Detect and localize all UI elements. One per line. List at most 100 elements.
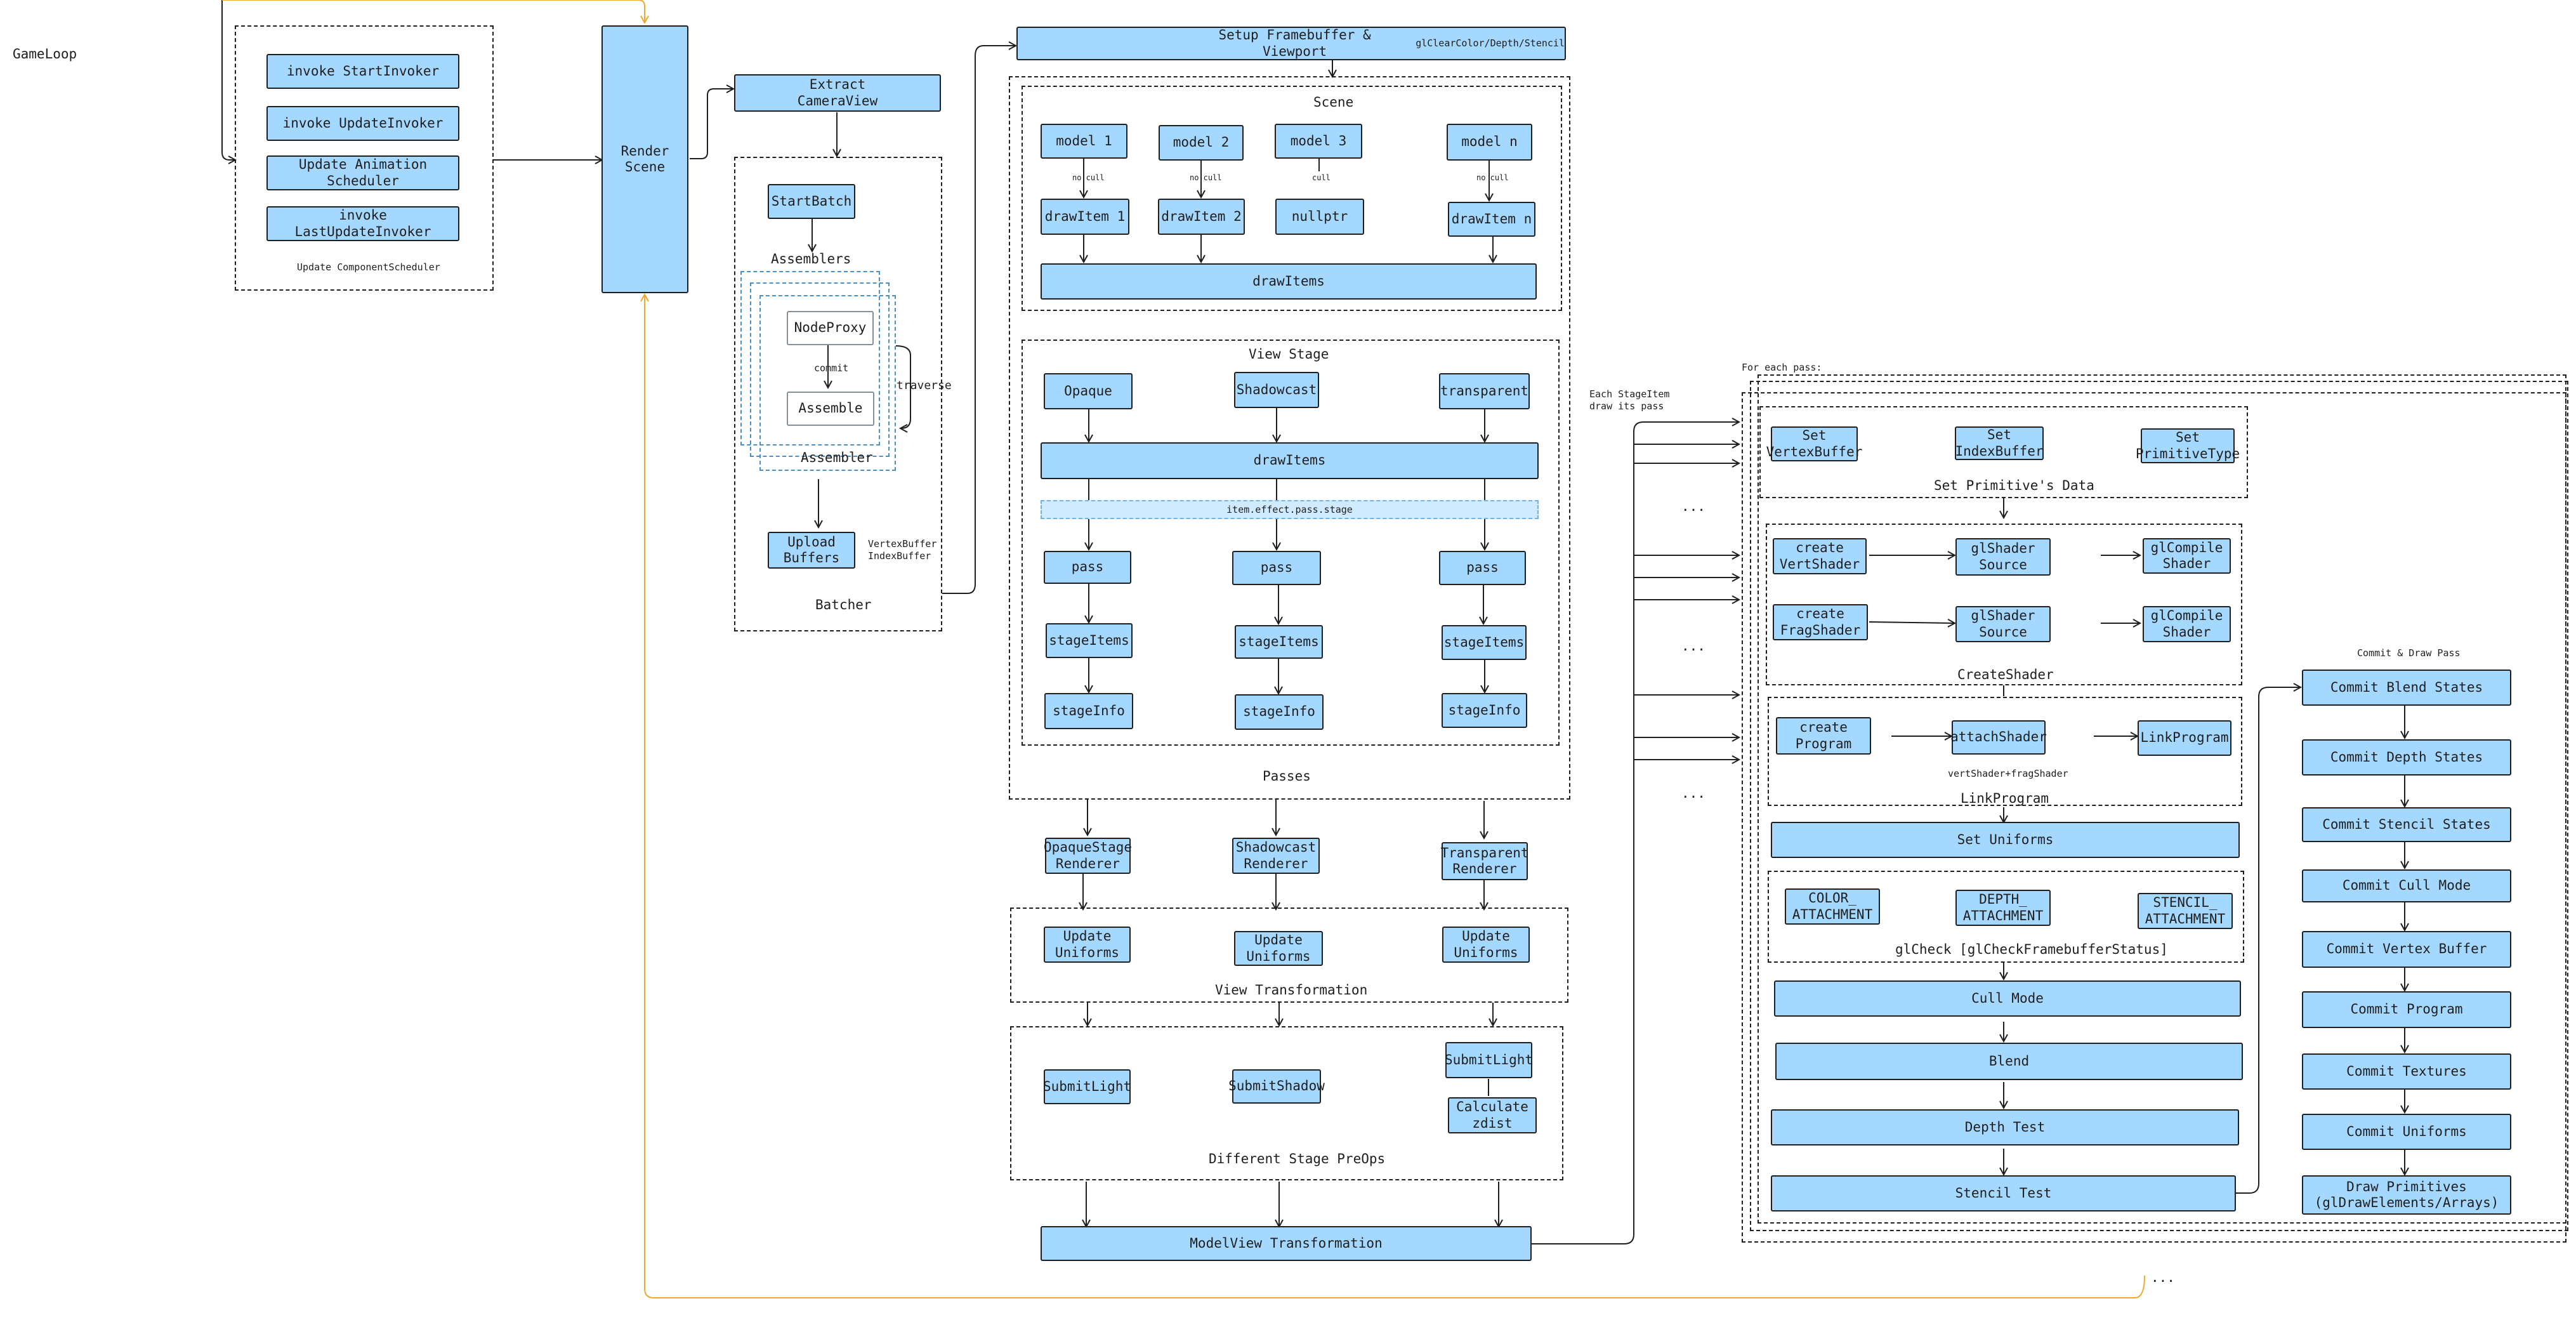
assembler-stack-frame-2 [750,282,890,457]
opaque-stage-items-node[interactable]: stageItems [1046,623,1133,658]
modelview-transformation-node[interactable]: ModelView Transformation [1041,1226,1532,1261]
transparent-pass-node[interactable]: pass [1439,551,1526,585]
scene-draw-items-bar[interactable]: drawItems [1041,263,1537,300]
depth-attachment-node[interactable]: DEPTH_ ATTACHMENT [1955,890,2051,926]
node-proxy-node[interactable]: NodeProxy [787,311,874,345]
opaque-stage-info-node[interactable]: stageInfo [1044,693,1133,729]
depth-test-node[interactable]: Depth Test [1771,1109,2239,1145]
gl-check-frame [1768,871,2244,963]
view-transformation-label: View Transformation [1215,982,1368,998]
opaque-stage-renderer-node[interactable]: OpaqueStage Renderer [1044,838,1132,874]
transparent-stage-node[interactable]: transparent [1439,373,1530,409]
assembler-label: Assembler [801,450,873,465]
vert-frag-shader-note: vertShader+fragShader [1948,768,2068,779]
shadowcast-pass-node[interactable]: pass [1232,551,1321,585]
color-attachment-node[interactable]: COLOR_ ATTACHMENT [1785,888,1880,925]
draw-item-n-node[interactable]: drawItem n [1448,202,1535,237]
view-stage-title: View Stage [1249,346,1329,362]
passes-label: Passes [1263,769,1311,784]
submit-shadow-node[interactable]: SubmitShadow [1228,1069,1325,1104]
upload-buffers-node[interactable]: Upload Buffers [768,532,855,569]
calculate-zdist-node[interactable]: Calculate zdist [1448,1097,1537,1133]
pre-ops-label: Different Stage PreOps [1209,1151,1386,1166]
primitive-data-label: Set Primitive's Data [1934,478,2094,493]
shadowcast-renderer-node[interactable]: Shadowcast Renderer [1232,838,1320,874]
set-primitive-type-node[interactable]: Set PrimitiveType [2136,428,2240,463]
opaque-stage-node[interactable]: Opaque [1044,373,1133,409]
render-scene-node[interactable]: Render Scene [601,25,688,293]
component-scheduler-label: Update ComponentScheduler [297,261,440,273]
opaque-update-uniforms-node[interactable]: Update Uniforms [1044,927,1131,963]
setup-framebuffer-node[interactable]: Setup Framebuffer & Viewport glClearColo… [1016,27,1566,60]
commit-vertex-buffer-node[interactable]: Commit Vertex Buffer [2302,931,2511,968]
batcher-frame [734,157,942,631]
assemble-node[interactable]: Assemble [787,392,874,426]
opaque-pass-node[interactable]: pass [1044,551,1131,584]
commit-label: commit [814,362,849,374]
shadowcast-stage-items-node[interactable]: stageItems [1235,625,1323,659]
shadowcast-update-uniforms-node[interactable]: Update Uniforms [1234,931,1323,966]
buffers-note: VertexBuffer IndexBuffer [868,538,937,562]
set-uniforms-node[interactable]: Set Uniforms [1771,822,2240,858]
assemblers-label: Assemblers [771,251,851,267]
draw-primitives-node[interactable]: Draw Primitives (glDrawElements/Arrays) [2302,1175,2511,1215]
setup-framebuffer-label: Setup Framebuffer & Viewport [1218,27,1371,59]
draw-item-1-node[interactable]: drawItem 1 [1041,199,1129,235]
start-batch-node[interactable]: StartBatch [768,184,855,219]
commit-textures-node[interactable]: Commit Textures [2302,1053,2511,1090]
scene-title: Scene [1313,95,1354,110]
opaque-submit-light-node[interactable]: SubmitLight [1043,1069,1131,1104]
transparent-update-uniforms-node[interactable]: Update Uniforms [1442,927,1530,963]
draw-item-2-node[interactable]: drawItem 2 [1158,199,1245,235]
link-program-node[interactable]: LinkProgram [2138,720,2231,756]
create-program-node[interactable]: create Program [1776,717,1871,755]
transparent-stage-info-node[interactable]: stageInfo [1442,693,1527,728]
each-stage-item-note: Each StageItem draw its pass [1589,388,1670,412]
commit-program-node[interactable]: Commit Program [2302,991,2511,1028]
stencil-attachment-node[interactable]: STENCIL_ ATTACHMENT [2138,893,2233,929]
assembler-stack-frame-3 [759,295,896,471]
set-vertex-buffer-node[interactable]: Set VertexBuffer [1766,426,1862,461]
view-stage-frame [1022,340,1560,746]
attach-shader-node[interactable]: attachShader [1950,720,2047,755]
transparent-renderer-node[interactable]: Transparent Renderer [1440,842,1529,880]
vert-gl-compile-shader-node[interactable]: glCompile Shader [2143,538,2231,574]
commit-blend-states-node[interactable]: Commit Blend States [2302,670,2511,706]
model-2-node[interactable]: model 2 [1159,125,1244,161]
commit-stencil-states-node[interactable]: Commit Stencil States [2302,807,2511,842]
cull-mode-node[interactable]: Cull Mode [1774,980,2241,1017]
blend-node[interactable]: Blend [1775,1043,2243,1080]
fan-ellipsis-1: ... [1681,499,1705,514]
invoke-update-invoker-node[interactable]: invoke UpdateInvoker [266,106,459,141]
vert-gl-shader-source-node[interactable]: glShader Source [1955,538,2051,576]
primitive-data-frame [1759,406,2248,498]
batcher-label: Batcher [815,597,872,612]
commit-uniforms-node[interactable]: Commit Uniforms [2302,1114,2511,1150]
model-3-node[interactable]: model 3 [1275,124,1362,159]
update-animation-scheduler-node[interactable]: Update Animation Scheduler [266,155,459,190]
create-vert-shader-node[interactable]: create VertShader [1773,538,1867,574]
link-program-label: LinkProgram [1961,791,2049,806]
model-n-node[interactable]: model n [1447,124,1532,161]
no-cull-label-1: no cull [1072,173,1105,182]
traverse-label: traverse [897,379,952,392]
shadowcast-stage-info-node[interactable]: stageInfo [1235,694,1324,730]
frag-gl-shader-source-node[interactable]: glShader Source [1955,606,2051,642]
invoke-start-invoker-node[interactable]: invoke StartInvoker [266,54,459,89]
shadowcast-stage-node[interactable]: Shadowcast [1234,372,1319,408]
model-1-node[interactable]: model 1 [1041,124,1127,159]
cull-label: cull [1312,173,1331,182]
transparent-submit-light-node[interactable]: SubmitLight [1445,1042,1533,1078]
nullptr-node[interactable]: nullptr [1275,199,1364,235]
set-index-buffer-node[interactable]: Set IndexBuffer [1955,426,2044,460]
stencil-test-node[interactable]: Stencil Test [1771,1175,2236,1211]
no-cull-label-n: no cull [1476,173,1509,182]
frag-gl-compile-shader-node[interactable]: glCompile Shader [2143,606,2231,642]
view-stage-draw-items-bar[interactable]: drawItems [1041,442,1539,479]
create-frag-shader-node[interactable]: create FragShader [1773,604,1868,640]
invoke-last-update-invoker-node[interactable]: invoke LastUpdateInvoker [266,206,459,241]
extract-camera-view-node[interactable]: Extract CameraView [734,74,941,112]
transparent-stage-items-node[interactable]: stageItems [1442,625,1527,660]
commit-cull-mode-node[interactable]: Commit Cull Mode [2302,869,2511,902]
commit-depth-states-node[interactable]: Commit Depth States [2302,739,2511,776]
